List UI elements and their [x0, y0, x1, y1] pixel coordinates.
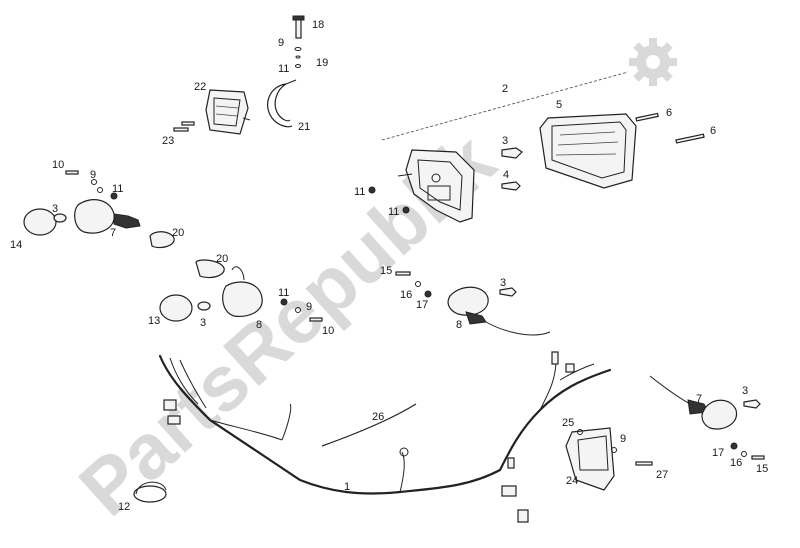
indicator-front-right [395, 271, 551, 336]
label-22: 22 [194, 81, 206, 93]
label-9: 9 [278, 37, 284, 49]
headlight-lens [539, 113, 637, 189]
label-6: 6 [666, 107, 672, 119]
indicator-front-left [23, 170, 175, 249]
label-15: 15 [380, 265, 392, 277]
label-7: 7 [696, 393, 702, 405]
label-3: 3 [52, 203, 58, 215]
license-plate-light [205, 89, 251, 135]
label-1: 1 [344, 481, 350, 493]
tube-26 [321, 403, 417, 447]
label-9: 9 [620, 433, 626, 445]
headlight-leader-line [381, 71, 629, 141]
label-11: 11 [278, 287, 289, 299]
label-13: 13 [148, 315, 160, 327]
label-8: 8 [256, 319, 262, 331]
label-14: 14 [10, 239, 22, 251]
gear-icon [629, 38, 677, 86]
headlight-bulbs [501, 147, 523, 191]
screw-stack-top [292, 15, 305, 68]
label-3: 3 [502, 135, 508, 147]
label-17: 17 [712, 447, 724, 459]
label-24: 24 [566, 475, 578, 487]
label-21: 21 [298, 121, 310, 133]
wiring-harness [158, 351, 612, 523]
label-17: 17 [416, 299, 428, 311]
label-10: 10 [322, 325, 334, 337]
label-15: 15 [756, 463, 768, 475]
label-20: 20 [172, 227, 184, 239]
label-26: 26 [372, 411, 384, 423]
label-11: 11 [388, 206, 399, 218]
label-2: 2 [502, 83, 508, 95]
label-11: 11 [112, 183, 123, 195]
label-23: 23 [162, 135, 174, 147]
label-12: 12 [118, 501, 130, 513]
label-6: 6 [710, 125, 716, 137]
label-7: 7 [110, 227, 116, 239]
regulator-24 [565, 427, 615, 491]
screws-6 [635, 112, 705, 144]
label-3: 3 [500, 277, 506, 289]
label-11: 11 [278, 63, 289, 75]
label-25: 25 [562, 417, 574, 429]
label-3: 3 [200, 317, 206, 329]
label-9: 9 [306, 301, 312, 313]
label-3: 3 [742, 385, 748, 397]
clamp-12 [133, 481, 167, 503]
label-20: 20 [216, 253, 228, 265]
bracket-21 [267, 79, 297, 128]
label-19: 19 [316, 57, 328, 69]
indicator-rear-left [159, 259, 323, 322]
callout-labels: 18 9 19 11 22 21 23 2 5 6 6 3 4 11 11 10… [10, 19, 768, 513]
label-8: 8 [456, 319, 462, 331]
label-18: 18 [312, 19, 324, 31]
label-27: 27 [656, 469, 668, 481]
screw-27 [611, 447, 653, 466]
label-16: 16 [730, 457, 742, 469]
label-9: 9 [90, 169, 96, 181]
headlight-housing [397, 149, 475, 223]
label-5: 5 [556, 99, 562, 111]
label-11: 11 [354, 186, 365, 198]
label-16: 16 [400, 289, 412, 301]
label-10: 10 [52, 159, 64, 171]
label-4: 4 [503, 169, 509, 181]
indicator-rear-right [649, 375, 765, 460]
nuts-11-headlight [368, 186, 410, 214]
screws-23 [173, 121, 195, 132]
